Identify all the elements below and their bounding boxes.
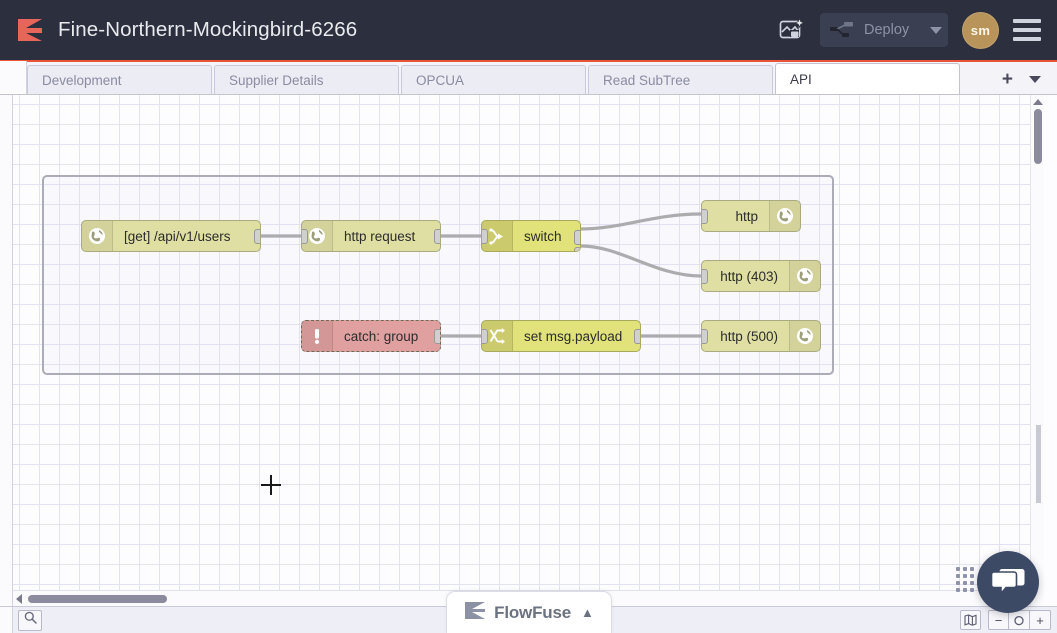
drag-handle-dots-icon[interactable] bbox=[956, 567, 974, 601]
globe-icon bbox=[82, 221, 113, 251]
node-label: set msg.payload bbox=[524, 328, 623, 344]
flow-tab-bar: Development Supplier Details OPCUA Read … bbox=[0, 61, 1057, 95]
tab-opcua[interactable]: OPCUA bbox=[401, 65, 586, 94]
canvas-vertical-scrollbar[interactable] bbox=[1030, 95, 1044, 606]
flow-canvas[interactable]: [get] /api/v1/users http request bbox=[13, 95, 1044, 606]
vertical-scroll-thumb[interactable] bbox=[1033, 109, 1042, 164]
tab-development[interactable]: Development bbox=[27, 65, 212, 94]
navigator-map-icon[interactable] bbox=[960, 610, 981, 630]
tab-label: API bbox=[790, 71, 812, 87]
deploy-button[interactable]: Deploy bbox=[820, 13, 948, 47]
node-output-port[interactable] bbox=[434, 329, 440, 344]
workspace: [get] /api/v1/users http request bbox=[0, 95, 1057, 606]
page-title: Fine-Northern-Mockingbird-6266 bbox=[58, 18, 358, 41]
node-input-port[interactable] bbox=[702, 269, 708, 284]
node-label: http request bbox=[344, 228, 416, 244]
tab-label: Read SubTree bbox=[603, 72, 691, 88]
zoom-reset-button[interactable] bbox=[1009, 610, 1030, 630]
tab-label: Development bbox=[42, 72, 122, 88]
tab-bar-gutter bbox=[0, 61, 27, 94]
search-icon bbox=[24, 611, 37, 629]
node-label: http (500) bbox=[720, 328, 778, 344]
node-input-port[interactable] bbox=[702, 329, 708, 344]
workspace-left-gutter bbox=[0, 95, 13, 606]
node-catch-group[interactable]: catch: group bbox=[301, 320, 441, 352]
chat-bubble-icon[interactable] bbox=[977, 551, 1039, 613]
node-label: switch bbox=[524, 228, 562, 244]
node-input-port[interactable] bbox=[482, 229, 488, 244]
warning-icon bbox=[302, 321, 333, 351]
node-label: http bbox=[735, 208, 758, 224]
avatar[interactable]: sm bbox=[962, 11, 999, 49]
node-http-response-403[interactable]: http (403) bbox=[701, 260, 821, 292]
tab-read-subtree[interactable]: Read SubTree bbox=[588, 65, 773, 94]
add-flow-icon[interactable]: + bbox=[1001, 69, 1013, 90]
zoom-in-button[interactable]: + bbox=[1030, 610, 1051, 630]
node-label: http (403) bbox=[720, 268, 778, 284]
deploy-label: Deploy bbox=[864, 22, 910, 38]
node-http-response-200[interactable]: http bbox=[701, 200, 801, 232]
tab-api[interactable]: API bbox=[775, 63, 960, 94]
flowfuse-logo-icon bbox=[16, 17, 44, 43]
zoom-out-button[interactable]: − bbox=[988, 610, 1009, 630]
node-label: [get] /api/v1/users bbox=[124, 228, 231, 244]
node-output-port-2[interactable] bbox=[574, 247, 580, 251]
chevron-down-icon[interactable] bbox=[1029, 76, 1041, 83]
node-http-request[interactable]: http request bbox=[301, 220, 441, 252]
tab-bar-actions: + bbox=[992, 70, 1057, 94]
globe-icon bbox=[789, 261, 820, 291]
chevron-up-icon[interactable]: ▲ bbox=[580, 605, 594, 620]
ai-assistant-sparkle-icon[interactable] bbox=[776, 15, 806, 45]
scroll-left-icon[interactable] bbox=[16, 593, 22, 604]
horizontal-scroll-thumb[interactable] bbox=[28, 594, 167, 603]
node-output-port[interactable] bbox=[634, 329, 640, 344]
globe-icon bbox=[769, 201, 800, 231]
node-label: catch: group bbox=[344, 328, 419, 344]
node-input-port[interactable] bbox=[482, 329, 488, 344]
hamburger-menu-icon[interactable] bbox=[1013, 19, 1041, 41]
node-http-response-500[interactable]: http (500) bbox=[701, 320, 821, 352]
node-http-in[interactable]: [get] /api/v1/users bbox=[81, 220, 261, 252]
flowfuse-footer-tab[interactable]: FlowFuse ▲ bbox=[446, 591, 612, 633]
flowfuse-logo-icon bbox=[464, 601, 486, 625]
scroll-up-icon[interactable] bbox=[1032, 99, 1043, 105]
tab-label: OPCUA bbox=[416, 72, 465, 88]
node-input-port[interactable] bbox=[702, 209, 708, 224]
chevron-down-icon[interactable] bbox=[930, 26, 942, 34]
canvas-cursor-crosshair bbox=[261, 475, 281, 495]
node-set-msg-payload[interactable]: set msg.payload bbox=[481, 320, 641, 352]
avatar-initials: sm bbox=[970, 22, 991, 38]
app-header: Fine-Northern-Mockingbird-6266 bbox=[0, 0, 1057, 62]
palette-resize-handle[interactable] bbox=[1036, 425, 1041, 503]
node-output-port[interactable] bbox=[254, 229, 260, 244]
node-output-port[interactable] bbox=[434, 229, 440, 244]
deploy-nodes-icon bbox=[830, 20, 856, 40]
header-left: Fine-Northern-Mockingbird-6266 bbox=[0, 17, 776, 43]
globe-icon bbox=[789, 321, 820, 351]
header-right: Deploy sm bbox=[776, 11, 1057, 49]
node-input-port[interactable] bbox=[302, 229, 308, 244]
node-switch[interactable]: switch bbox=[481, 220, 581, 252]
flowfuse-label: FlowFuse bbox=[494, 602, 571, 622]
tab-label: Supplier Details bbox=[229, 72, 324, 88]
status-bar-right: − + bbox=[960, 610, 1057, 630]
node-output-port-1[interactable] bbox=[574, 230, 580, 245]
search-input[interactable] bbox=[18, 609, 42, 631]
status-bar-gutter bbox=[0, 606, 13, 633]
tab-supplier-details[interactable]: Supplier Details bbox=[214, 65, 399, 94]
